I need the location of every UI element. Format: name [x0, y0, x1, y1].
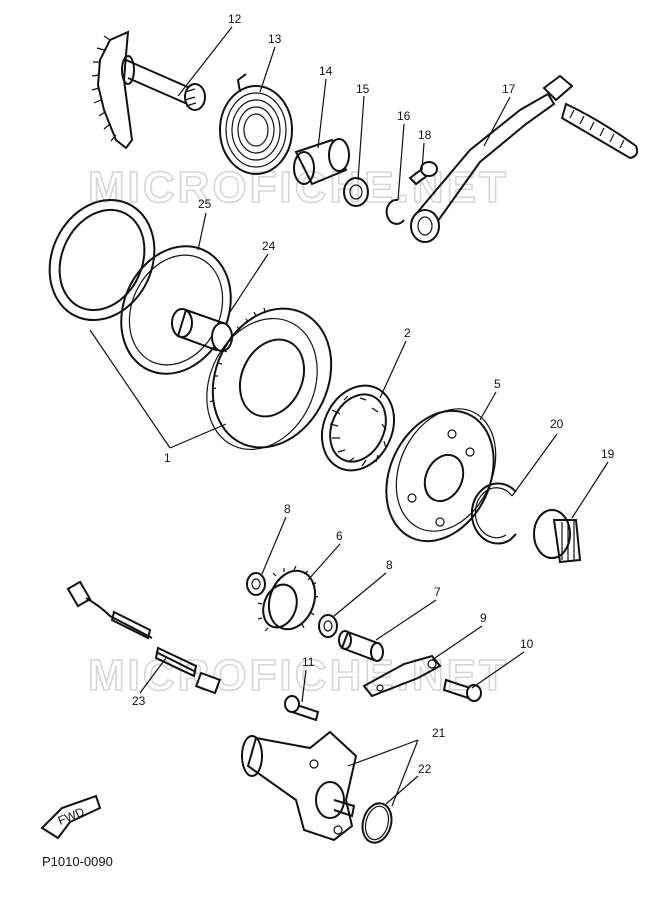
- label-16: 16: [397, 109, 411, 123]
- fwd-arrow-icon: FWD: [40, 794, 102, 840]
- part-10-bolt[interactable]: [442, 678, 482, 702]
- label-11: 11: [302, 655, 315, 669]
- part-19-drive-gear[interactable]: [533, 509, 582, 564]
- part-23-wire-lead[interactable]: [66, 580, 222, 695]
- part-14-bushing[interactable]: [293, 138, 350, 186]
- label-9: 9: [480, 611, 487, 625]
- label-12: 12: [228, 12, 242, 26]
- part-labels: 12 13 14 15 16 17 18 25 24 2 1 5 20 19 8…: [132, 12, 615, 776]
- watermark-bottom: MICROFICHE.NET: [88, 651, 509, 700]
- label-19: 19: [601, 447, 615, 461]
- part-8-washer-upper[interactable]: [246, 572, 266, 596]
- label-22: 22: [418, 762, 432, 776]
- part-6-idler-gear[interactable]: [257, 564, 322, 635]
- label-25: 25: [198, 197, 212, 211]
- part-17-kick-lever[interactable]: [410, 74, 639, 243]
- part-1-housing-ring[interactable]: [30, 183, 173, 338]
- part-21-starter-motor[interactable]: [241, 730, 358, 842]
- label-10: 10: [520, 637, 534, 651]
- part-16-circlip[interactable]: [385, 198, 405, 225]
- diagram-code: P1010-0090: [42, 854, 113, 869]
- label-17: 17: [502, 82, 516, 96]
- part-20-snap-ring[interactable]: [470, 482, 517, 545]
- leader-lines: [89, 26, 609, 807]
- watermark-top: MICROFICHE.NET: [88, 163, 509, 212]
- fwd-label: FWD: [56, 804, 87, 827]
- part-5-clutch-housing[interactable]: [366, 393, 515, 559]
- part-15-washer[interactable]: [343, 177, 369, 207]
- label-1: 1: [164, 451, 171, 465]
- label-24: 24: [262, 239, 276, 253]
- label-18: 18: [418, 128, 432, 142]
- part-8-washer-lower[interactable]: [318, 614, 338, 638]
- part-13-torsion-spring[interactable]: [219, 73, 293, 175]
- label-13: 13: [268, 32, 282, 46]
- part-2-roller-cage[interactable]: [309, 374, 408, 482]
- label-23: 23: [132, 694, 146, 708]
- label-2: 2: [404, 326, 411, 340]
- label-20: 20: [550, 417, 564, 431]
- part-7-shaft[interactable]: [338, 630, 384, 662]
- part-1-starter-wheel[interactable]: [186, 289, 353, 468]
- part-22-o-ring[interactable]: [358, 800, 395, 846]
- label-5: 5: [494, 377, 501, 391]
- part-11-bolt[interactable]: [284, 695, 320, 722]
- part-18-bolt[interactable]: [408, 161, 438, 186]
- label-14: 14: [319, 64, 333, 78]
- label-8-upper: 8: [284, 502, 291, 516]
- label-15: 15: [356, 82, 370, 96]
- label-7: 7: [434, 585, 441, 599]
- part-24-collar[interactable]: [171, 308, 233, 352]
- label-21: 21: [432, 726, 446, 740]
- part-12-kick-axle[interactable]: [91, 30, 206, 150]
- label-8-lower: 8: [386, 558, 393, 572]
- label-6: 6: [336, 529, 343, 543]
